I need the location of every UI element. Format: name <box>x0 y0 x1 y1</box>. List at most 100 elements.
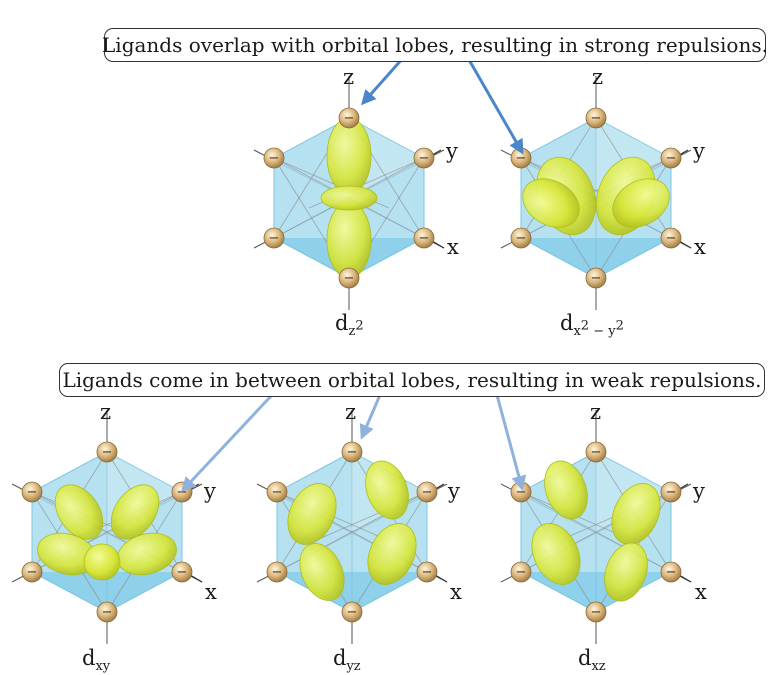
orbital-lobe <box>522 178 580 228</box>
arrow-weak <box>495 394 527 491</box>
ligand-charge: − <box>272 565 283 580</box>
ligand-charge: − <box>177 565 188 580</box>
ligand <box>660 481 682 503</box>
callout-weak-repulsion: Ligands come in between orbital lobes, r… <box>59 363 765 397</box>
orbital-lobe <box>83 543 121 581</box>
octahedron-face <box>521 238 671 278</box>
ligand-charge: − <box>666 151 677 166</box>
ligand-charge: − <box>347 445 358 460</box>
orbital-lobe <box>110 484 160 540</box>
ligand <box>338 107 360 129</box>
ligand-charge: − <box>27 485 38 500</box>
ligand-charge: − <box>516 231 527 246</box>
ligand-charge: − <box>422 485 433 500</box>
ligand-charge: − <box>102 445 113 460</box>
ligand <box>660 147 682 169</box>
ligand-charge: − <box>347 605 358 620</box>
axis-label-x: x <box>450 580 462 604</box>
ligand <box>413 147 435 169</box>
arrow-strong <box>466 57 524 155</box>
axis-label-y: y <box>204 479 216 503</box>
ligand <box>413 227 435 249</box>
orbital-lobe <box>299 543 345 601</box>
ligand <box>171 561 193 583</box>
ligand <box>510 561 532 583</box>
ligand-charge: − <box>272 485 283 500</box>
axis-label-z: z <box>100 400 112 424</box>
ligand-charge: − <box>422 565 433 580</box>
axis-label-x: x <box>205 580 217 604</box>
ligand-charge: − <box>344 271 355 286</box>
axis-label-y: y <box>446 139 458 163</box>
axis-label-x: x <box>447 235 459 259</box>
ligand <box>585 267 607 289</box>
ligand <box>341 601 363 623</box>
ligand <box>341 441 363 463</box>
axis-label-z: z <box>345 400 357 424</box>
ligand <box>660 227 682 249</box>
orbital-lobe <box>612 178 670 228</box>
ligand <box>21 561 43 583</box>
octahedron-face <box>32 572 182 612</box>
ligand-charge: − <box>516 565 527 580</box>
ligand <box>416 481 438 503</box>
ligand-charge: − <box>591 445 602 460</box>
ligand <box>263 147 285 169</box>
arrow-strong <box>361 57 405 106</box>
orbital-lobe <box>365 460 409 520</box>
arrow-weak <box>359 394 382 440</box>
orbital-lobe <box>604 542 648 602</box>
orbital-label-dx2-y2: dx2 − y2 <box>560 311 624 340</box>
axis-label-y: y <box>693 139 705 163</box>
ligand <box>585 107 607 129</box>
axis-label-y: y <box>448 479 460 503</box>
ligand <box>96 601 118 623</box>
axis-label-x: x <box>694 235 706 259</box>
ligand-charge: − <box>344 111 355 126</box>
ligand-charge: − <box>177 485 188 500</box>
orbitals-layer: −−−−−−−−−−−−−−−−−−−−−−−−−−−−−− <box>11 76 692 644</box>
ligand-charge: − <box>269 151 280 166</box>
ligand <box>416 561 438 583</box>
orbital-dz2: − − − − − − <box>253 76 445 310</box>
ligand <box>21 481 43 503</box>
orbital-lobe <box>367 523 417 585</box>
orbital-lobe <box>54 484 104 540</box>
orbital-lobe <box>326 117 372 195</box>
ligand-charge: − <box>516 151 527 166</box>
ligand <box>266 561 288 583</box>
orbital-dxz: −−−−−− <box>500 410 692 644</box>
ligand-charge: − <box>269 231 280 246</box>
orbital-lobe <box>531 523 581 585</box>
axis-label-x: x <box>695 580 707 604</box>
arrow-weak <box>180 393 274 493</box>
orbital-lobe <box>287 483 337 545</box>
orbital-lobe <box>326 201 372 279</box>
ligand-charge: − <box>419 231 430 246</box>
orbital-label-dxz: dxz <box>578 646 606 675</box>
orbital-torus <box>320 185 378 211</box>
orbital-dx2y2: −−−−−− <box>500 76 692 310</box>
ligand-charge: − <box>419 151 430 166</box>
ligand-charge: − <box>591 605 602 620</box>
arrows-layer <box>180 57 527 493</box>
ligand-charge: − <box>666 565 677 580</box>
ligand-charge: − <box>102 605 113 620</box>
ligand-charge: − <box>591 271 602 286</box>
axis-label-y: y <box>693 479 705 503</box>
ligand-charge: − <box>591 111 602 126</box>
orbital-dyz: − − − − − − <box>256 410 448 644</box>
ligand <box>510 227 532 249</box>
orbital-label-dyz: dyz <box>333 646 361 675</box>
orbital-lobe <box>611 483 661 545</box>
axis-label-z: z <box>343 65 355 89</box>
orbital-dxy: −−−−−− <box>11 410 203 644</box>
ligand <box>266 481 288 503</box>
ligand-charge: − <box>666 485 677 500</box>
ligand <box>263 227 285 249</box>
orbital-label-dxy: dxy <box>82 646 111 675</box>
ligand <box>585 601 607 623</box>
orbital-lobe <box>544 460 588 520</box>
